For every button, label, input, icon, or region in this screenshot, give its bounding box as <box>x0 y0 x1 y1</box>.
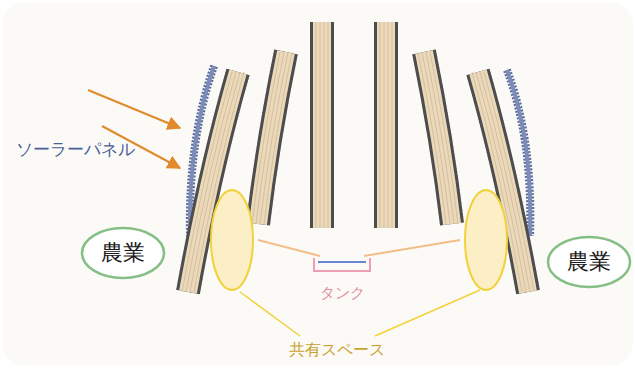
bar <box>310 22 334 228</box>
tank <box>314 258 370 271</box>
bar-grain <box>388 22 389 228</box>
bar <box>374 22 398 228</box>
farm-oval: 農業 <box>80 226 166 280</box>
farm-oval: 農業 <box>546 235 632 289</box>
bar-grain <box>264 52 292 224</box>
bar-texture <box>310 22 334 228</box>
bar-grain <box>392 22 393 228</box>
bar-grain <box>380 22 381 228</box>
pipe <box>258 240 320 256</box>
building-bars <box>182 22 534 292</box>
node-text: 農業 <box>567 247 611 277</box>
bar-grain <box>328 22 329 228</box>
leader-line <box>240 292 300 336</box>
bar-grain <box>260 52 288 224</box>
bar <box>313 22 331 228</box>
oval-shape <box>82 228 164 278</box>
solar-panel-label: ソーラーパネル <box>16 138 135 161</box>
bar-grain <box>426 52 454 224</box>
leader-line <box>375 290 480 336</box>
shared-space <box>465 190 507 290</box>
tank-water <box>318 261 366 263</box>
pipe <box>364 240 460 256</box>
bar-grain <box>316 22 317 228</box>
sun-arrow <box>88 90 180 128</box>
bar <box>377 22 395 228</box>
shared-space-label: 共有スペース <box>289 340 385 361</box>
oval-shape <box>548 237 630 287</box>
node-text: 農業 <box>101 238 145 268</box>
bar-grain <box>320 22 321 228</box>
bar-grain <box>384 22 385 228</box>
bar-grain <box>430 52 458 224</box>
bar-grain <box>256 52 284 224</box>
bar-texture <box>374 22 398 228</box>
bar-grain <box>324 22 325 228</box>
tank-label: タンク <box>320 284 365 303</box>
shared-space <box>211 190 253 290</box>
